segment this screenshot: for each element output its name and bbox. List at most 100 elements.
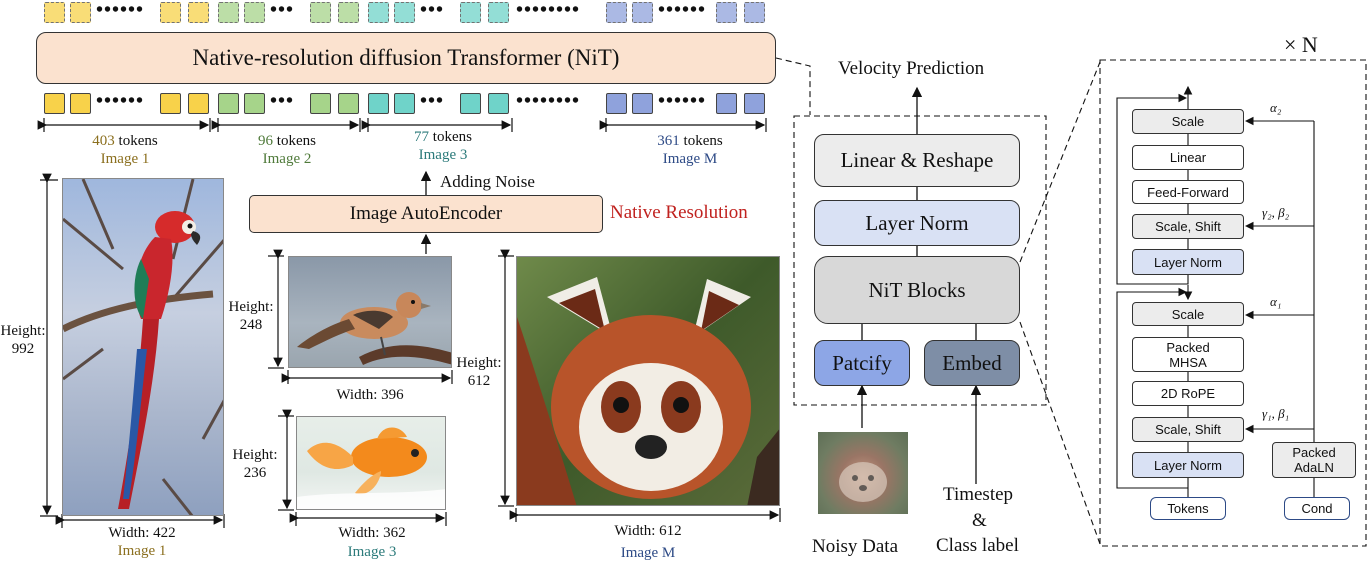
token — [218, 93, 239, 114]
gamma1-beta1-label: γ₁, β₁ — [1262, 406, 1290, 421]
amp-label: & — [972, 510, 987, 531]
token-ellipsis: •••••••• — [516, 0, 581, 21]
block-2d-rope: 2D RoPE — [1132, 381, 1244, 406]
token — [744, 2, 765, 23]
timestep-label: Timestep — [943, 484, 1014, 505]
linear-reshape-box: Linear & Reshape — [814, 134, 1020, 187]
tokens-label: Tokens — [1167, 501, 1209, 516]
token-ellipsis: •••••••• — [516, 90, 581, 112]
gamma2-beta2-label: γ₂, β₂ — [1262, 205, 1290, 220]
patcify-box: Patcify — [814, 340, 910, 386]
token-span-lines — [37, 118, 767, 132]
token — [368, 2, 389, 23]
block-tokens-input: Tokens — [1150, 497, 1226, 520]
block-detail-lines — [1116, 85, 1315, 497]
image-m-width: Width: 612 — [614, 523, 682, 539]
token — [632, 93, 653, 114]
alpha1-label: α₁ — [1270, 294, 1282, 309]
token-group-2: 96 tokens Image 2 — [222, 132, 352, 168]
token-unit: tokens — [114, 133, 158, 149]
token-count: 361 — [657, 133, 680, 149]
block-detail-frame — [1099, 59, 1367, 547]
token — [188, 2, 209, 23]
image-2-height: Height: 248 — [228, 299, 274, 333]
token-group-3: 77 tokens Image 3 — [378, 128, 508, 164]
nit-detail-frame — [793, 115, 1047, 406]
layer-norm-label: Layer Norm — [1154, 254, 1222, 270]
nit-blocks-box: NiT Blocks — [814, 256, 1020, 324]
block-zoom-line-bottom — [1019, 321, 1101, 545]
layer-norm-box: Layer Norm — [814, 200, 1020, 246]
block-scale-shift-top: Scale, Shift — [1132, 214, 1244, 239]
token-ellipsis: ••• — [420, 0, 445, 21]
token — [460, 93, 481, 114]
token-count: 96 — [258, 133, 274, 149]
token — [70, 93, 91, 114]
linear-label: Linear — [1169, 150, 1207, 165]
rope-label: 2D RoPE — [1160, 386, 1216, 401]
cond-label: Cond — [1301, 501, 1333, 516]
native-resolution-label: Native Resolution — [610, 202, 748, 223]
times-n-label: × N — [1284, 32, 1318, 57]
token — [244, 93, 265, 114]
block-zoom-line-top — [1019, 61, 1101, 263]
image-1-parrot — [62, 178, 224, 516]
noisy-data-label: Noisy Data — [812, 536, 899, 557]
token — [160, 2, 181, 23]
image-2-width: Width: 396 — [336, 387, 404, 403]
scale-label: Scale — [1171, 306, 1205, 322]
block-feed-forward: Feed-Forward — [1132, 180, 1244, 204]
dimension-arrows — [40, 173, 781, 528]
token — [160, 93, 181, 114]
token — [488, 2, 509, 23]
image-3-width: Width: 362 — [338, 525, 406, 541]
autoencoder-label: Image AutoEncoder — [349, 203, 503, 224]
token-ellipsis: •••••• — [96, 0, 145, 21]
nit-blocks-label: NiT Blocks — [868, 277, 966, 302]
token-image-name: Image M — [662, 151, 718, 167]
token — [716, 2, 737, 23]
scale-label: Scale — [1171, 114, 1205, 129]
packed-mhsa-label: Packed MHSA — [1166, 339, 1210, 370]
token — [394, 93, 415, 114]
token-image-name: Image 3 — [418, 147, 468, 163]
token — [44, 2, 65, 23]
image-1-width: Width: 422 — [108, 525, 176, 541]
block-layer-norm-top: Layer Norm — [1132, 249, 1244, 275]
embed-label: Embed — [942, 350, 1002, 375]
block-scale-bottom: Scale — [1132, 302, 1244, 326]
token — [310, 93, 331, 114]
token — [368, 93, 389, 114]
layer-norm-label: Layer Norm — [1154, 457, 1222, 473]
nit-dashed-link — [775, 57, 811, 115]
image-3-height: Height: 236 — [232, 447, 278, 481]
token — [394, 2, 415, 23]
token-unit: tokens — [679, 133, 723, 149]
scale-shift-label: Scale, Shift — [1155, 219, 1221, 234]
bird-illustration — [297, 292, 451, 365]
block-scale-top: Scale — [1132, 109, 1244, 134]
scale-shift-label: Scale, Shift — [1155, 422, 1221, 437]
layer-norm-label: Layer Norm — [865, 210, 969, 235]
token-count: 403 — [92, 133, 115, 149]
alpha2-label: α₂ — [1270, 100, 1282, 115]
packed-adaln-label: Packed AdaLN — [1292, 445, 1336, 475]
nit-transformer-title: Native-resolution diffusion Transformer … — [192, 45, 620, 70]
noisy-data-image — [818, 432, 908, 514]
block-packed-mhsa: Packed MHSA — [1132, 337, 1244, 372]
block-packed-adaln: Packed AdaLN — [1272, 442, 1356, 478]
token — [188, 93, 209, 114]
token — [338, 93, 359, 114]
middle-stack-lines — [856, 86, 982, 484]
token-ellipsis: •••••• — [658, 0, 707, 21]
goldfish-illustration — [297, 427, 445, 509]
image-1-name: Image 1 — [117, 543, 167, 559]
image-3-name: Image 3 — [347, 544, 397, 560]
token-ellipsis: •••••• — [96, 90, 145, 112]
red-panda-illustration — [517, 277, 779, 505]
noisy-panda-illustration — [839, 462, 887, 502]
token — [218, 2, 239, 23]
embed-box: Embed — [924, 340, 1020, 386]
token — [632, 2, 653, 23]
